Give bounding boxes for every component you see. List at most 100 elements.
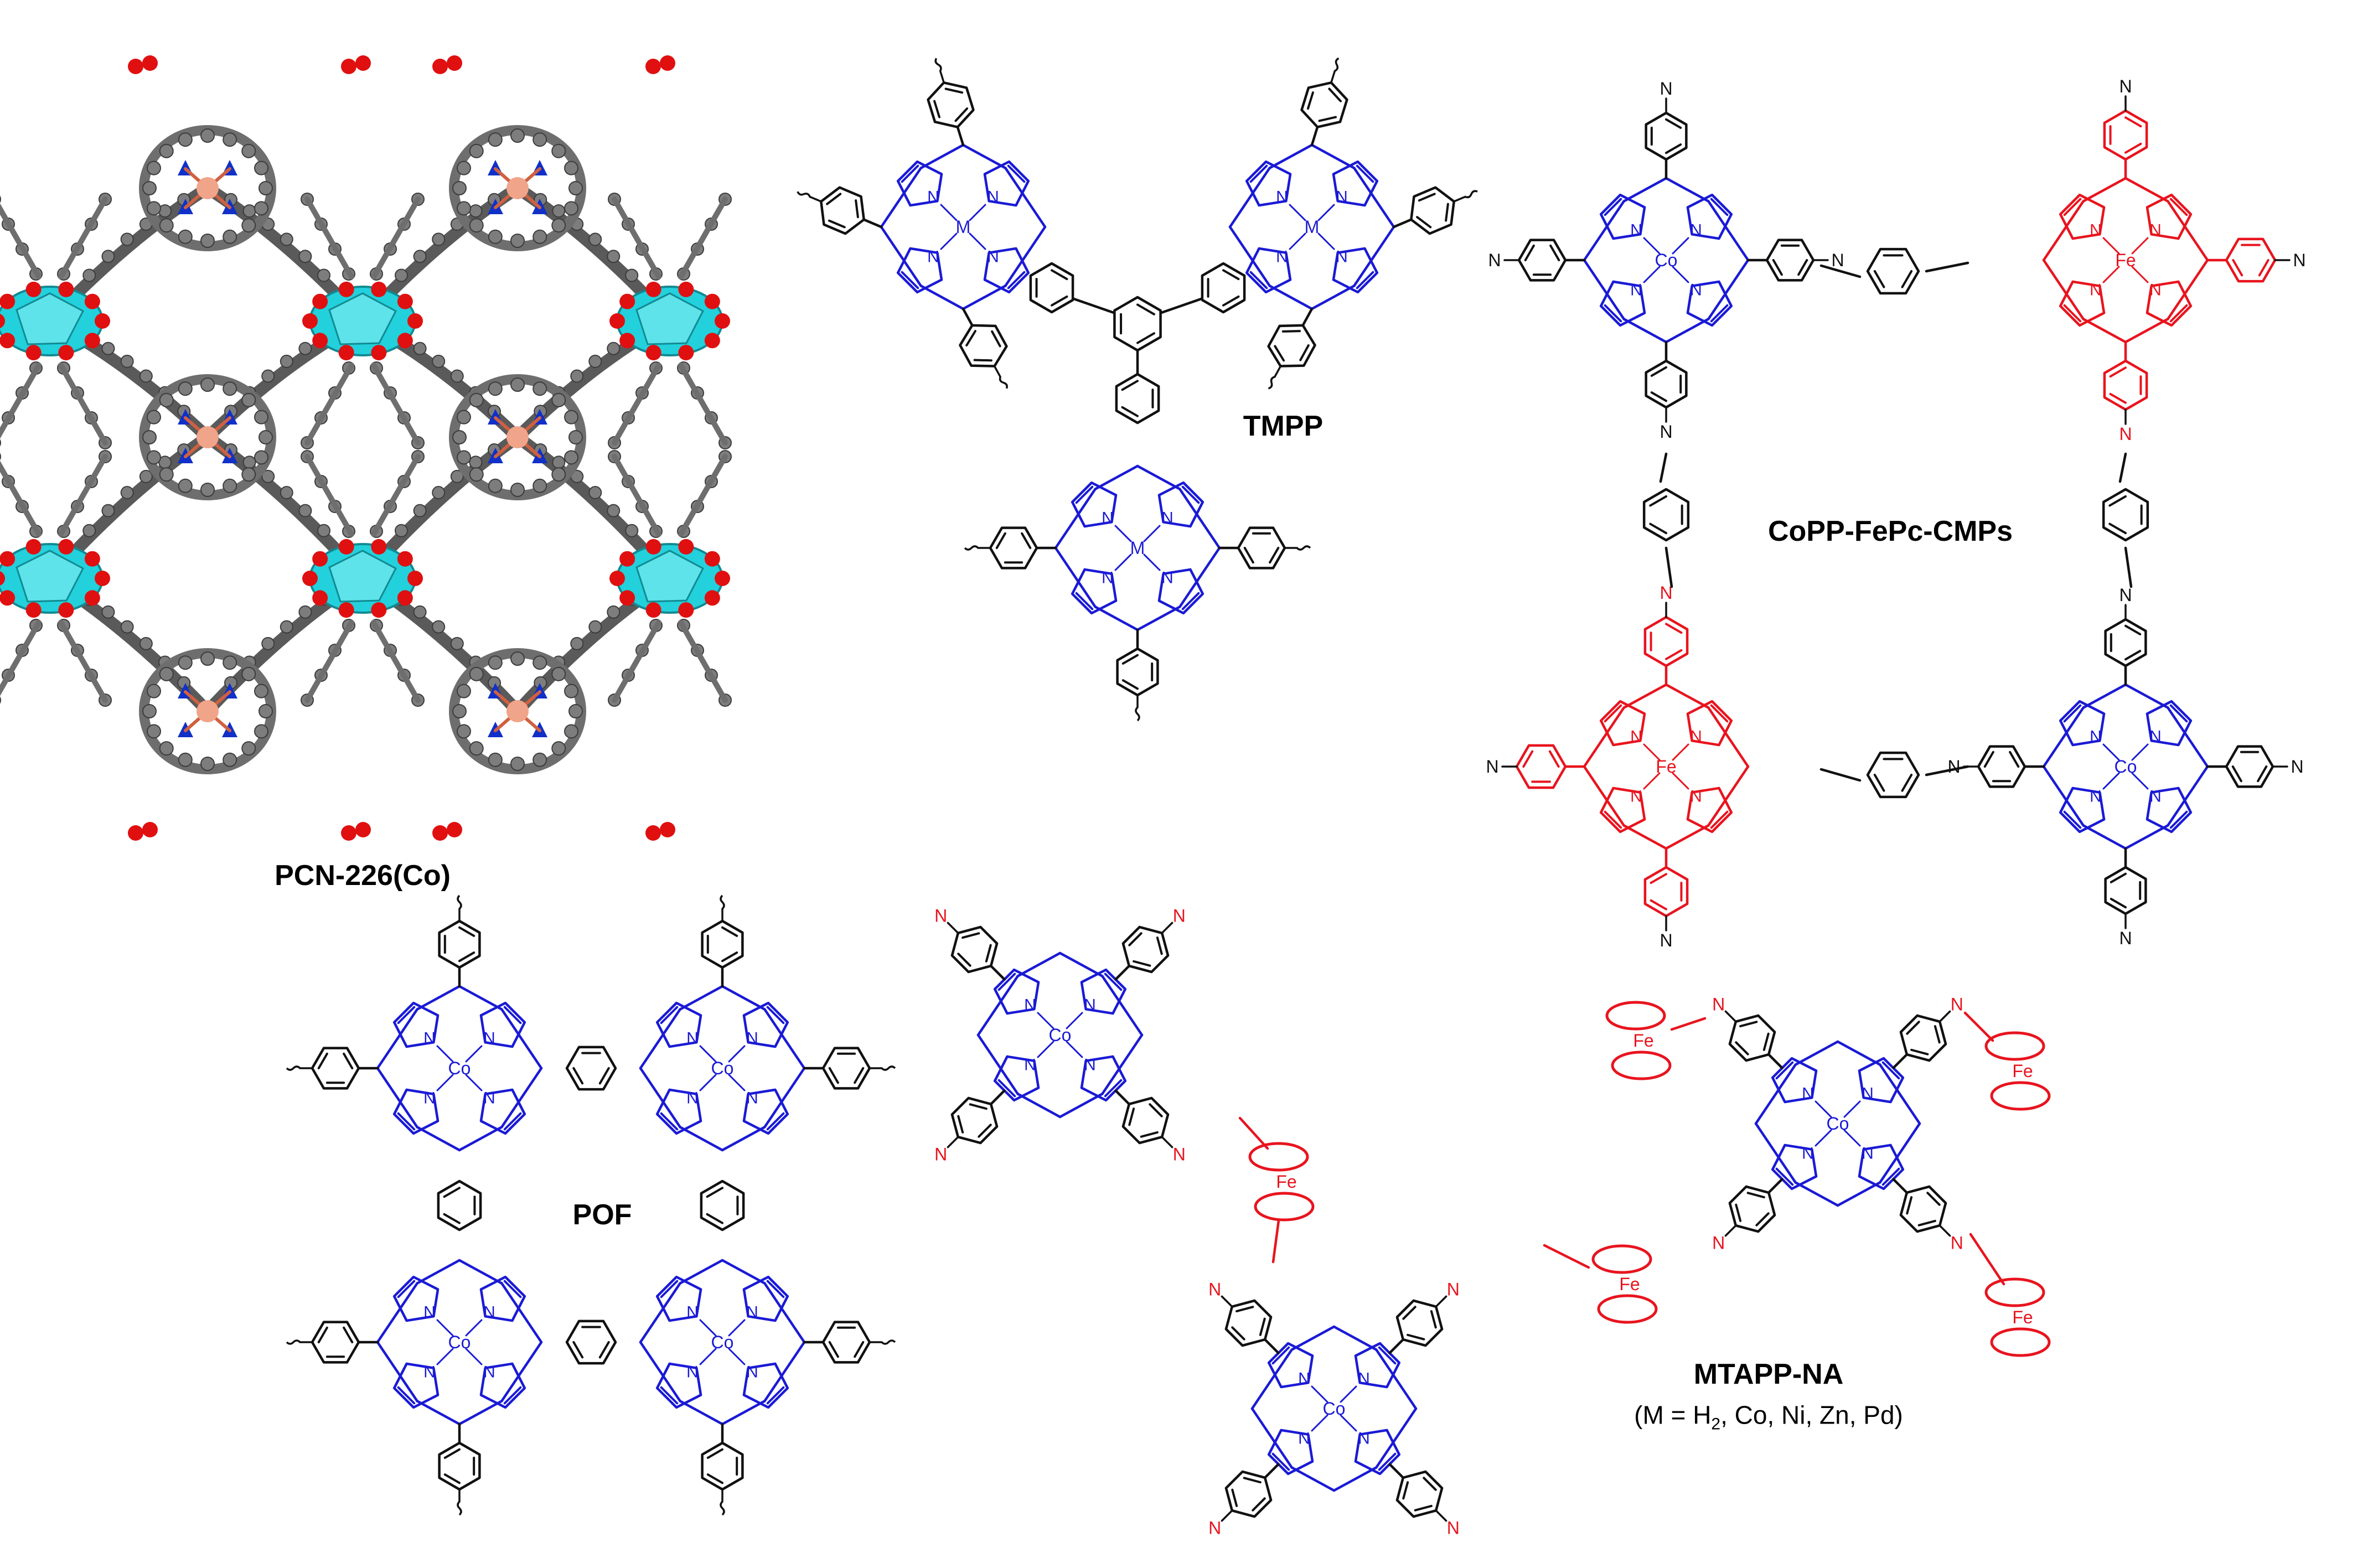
oxygen-atom bbox=[678, 345, 694, 361]
phenyl-ring bbox=[1515, 744, 1567, 789]
phenyl-ring bbox=[1728, 1185, 1776, 1233]
pyrrole-ring bbox=[1686, 280, 1733, 327]
nitrogen-atom: N bbox=[686, 1029, 699, 1048]
pyrrole-ring bbox=[479, 1088, 526, 1135]
pyrrole-ring bbox=[392, 1362, 440, 1409]
nitrogen-atom: N bbox=[483, 1363, 495, 1381]
carbon-atom bbox=[551, 741, 566, 756]
pyrrole-ring bbox=[479, 1275, 526, 1322]
carbon-atom bbox=[456, 410, 471, 425]
cyclopentadienyl-ring bbox=[1254, 1192, 1315, 1222]
oxygen-atom bbox=[84, 590, 100, 606]
oxygen-atom bbox=[645, 59, 661, 74]
oxygen-atom bbox=[397, 590, 413, 606]
pyrrole-ring bbox=[1071, 568, 1118, 615]
carbon-atom bbox=[261, 369, 275, 383]
nitrogen-atom: N bbox=[1862, 1145, 1874, 1163]
nitrogen-atom: N bbox=[1947, 757, 1960, 777]
phenyl-ring bbox=[311, 1047, 360, 1090]
bridge-benzene bbox=[437, 1179, 482, 1231]
pyrrole-ring bbox=[1599, 786, 1646, 834]
zr-cluster-node bbox=[608, 450, 732, 707]
nitrogen-atom: N bbox=[1630, 728, 1642, 746]
carbon-atom bbox=[101, 250, 115, 263]
iron-atom: Fe bbox=[1276, 1172, 1296, 1192]
cyclopentadienyl-ring bbox=[1990, 1327, 2051, 1357]
carbon-atom bbox=[588, 354, 602, 368]
carbon-atom bbox=[533, 381, 547, 396]
linker-benzene bbox=[1866, 247, 1920, 295]
oxygen-atom bbox=[371, 281, 387, 297]
carbon-atom bbox=[510, 651, 525, 666]
nitrogen-atom: N bbox=[1208, 1518, 1221, 1538]
carbon-atom bbox=[223, 655, 237, 670]
phenyl-ring bbox=[1643, 866, 1689, 918]
carbon-atom bbox=[568, 704, 583, 718]
oxygen-atom bbox=[312, 293, 328, 309]
oxygen-atom bbox=[371, 602, 387, 618]
carbon-atom bbox=[142, 704, 157, 718]
nitrogen-atom: N bbox=[1802, 1145, 1814, 1163]
cobalt-atom bbox=[197, 700, 219, 722]
nitrogen-atom: N bbox=[1447, 1280, 1460, 1300]
zr-cluster-node bbox=[0, 193, 112, 449]
cobalt-atom bbox=[506, 426, 529, 448]
carbon-atom bbox=[254, 161, 269, 175]
oxygen-atom bbox=[678, 539, 694, 555]
carbon-atom bbox=[120, 486, 134, 500]
nitrogen-atom: N bbox=[2119, 424, 2132, 444]
phenyl-ring bbox=[1643, 615, 1689, 667]
carbon-atom bbox=[456, 161, 471, 175]
iron-atom: Fe bbox=[2012, 1307, 2033, 1327]
carbon-atom bbox=[241, 143, 256, 158]
carbon-atom bbox=[607, 605, 621, 619]
cyclopentadienyl-ring bbox=[1984, 1277, 2045, 1307]
nitrogen-atom: N bbox=[1660, 930, 1672, 950]
carbon-atom bbox=[298, 250, 312, 263]
phenyl-ring bbox=[1645, 359, 1688, 409]
pyrrole-ring bbox=[655, 1362, 702, 1409]
carbon-atom bbox=[259, 430, 273, 444]
oxygen-atom bbox=[407, 313, 423, 329]
metal-center: Co bbox=[2115, 757, 2137, 777]
nitrogen-atom: N bbox=[1690, 788, 1702, 806]
carbon-atom bbox=[200, 377, 215, 392]
pyrrole-ring bbox=[1686, 193, 1733, 240]
pyrrole-ring bbox=[2146, 193, 2193, 240]
carbon-atom bbox=[510, 128, 525, 143]
nitrogen-atom: N bbox=[927, 188, 939, 206]
zr-cluster-node bbox=[608, 193, 732, 449]
oxygen-atom bbox=[25, 345, 42, 361]
carbon-atom bbox=[280, 232, 293, 246]
pyrrole-ring bbox=[1157, 481, 1204, 528]
phenyl-ring bbox=[2104, 618, 2147, 667]
pyrrole-ring bbox=[392, 1275, 440, 1322]
oxygen-atom bbox=[715, 571, 730, 586]
carbon-atom bbox=[552, 204, 566, 218]
carbon-atom bbox=[241, 392, 256, 407]
nitrogen-atom: N bbox=[2119, 76, 2132, 96]
cyclopentadienyl-ring bbox=[1248, 1142, 1309, 1172]
nitrogen-atom: N bbox=[2119, 585, 2132, 605]
porphyrin-core bbox=[449, 125, 586, 251]
carbon-atom bbox=[159, 143, 174, 158]
nitrogen-atom: N bbox=[2090, 788, 2102, 806]
wavy-bond bbox=[720, 894, 725, 910]
phenyl-ring bbox=[1645, 111, 1688, 161]
carbon-atom bbox=[533, 478, 547, 493]
carbon-atom bbox=[564, 450, 579, 465]
nitrogen-atom: N bbox=[987, 248, 999, 266]
wavy-bond bbox=[1465, 190, 1478, 199]
carbon-atom bbox=[533, 229, 547, 244]
carbon-atom bbox=[0, 453, 1, 460]
oxygen-atom bbox=[704, 590, 720, 606]
oxygen-atom bbox=[84, 293, 100, 309]
carbon-atom bbox=[432, 232, 446, 246]
pcn-226-label: PCN-226(Co) bbox=[275, 860, 451, 892]
metal-center: Co bbox=[1323, 1399, 1346, 1419]
phenyl-ring bbox=[1728, 1014, 1776, 1062]
